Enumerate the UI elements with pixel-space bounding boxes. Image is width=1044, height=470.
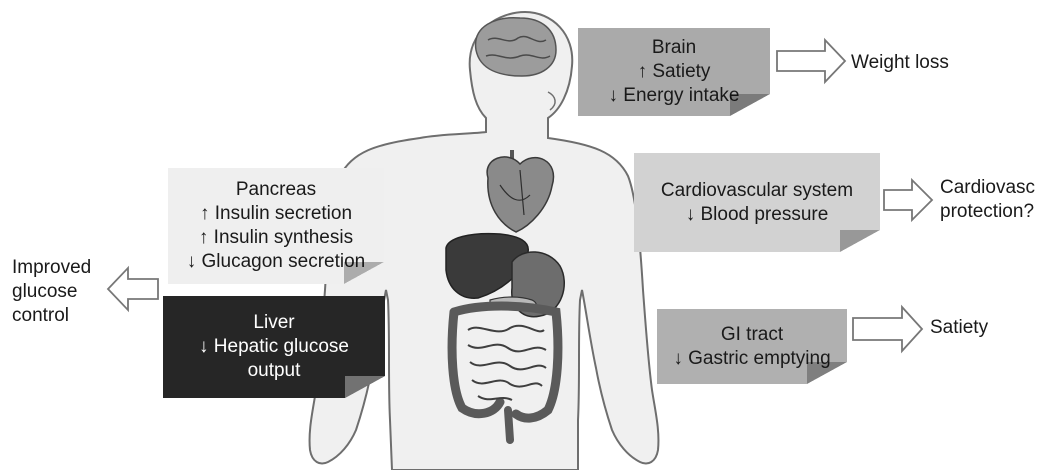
liver-effect-hepatic-glucose: ↓ Hepatic glucose — [199, 335, 349, 359]
pancreas-effect-insulin-secretion: ↑ Insulin secretion — [200, 202, 352, 226]
brain-organ — [476, 18, 556, 76]
outcome-cardio-line-2: protection? — [940, 200, 1035, 224]
liver-title: Liver — [253, 311, 294, 335]
outcome-glucose-control: Improved glucose control — [12, 256, 91, 328]
brain-effects-note: Brain ↑ Satiety ↓ Energy intake — [578, 28, 770, 116]
arrow-gi-to-satiety — [853, 307, 922, 351]
outcome-glucose-line-1: Improved — [12, 256, 91, 280]
outcome-glucose-line-3: control — [12, 304, 91, 328]
brain-title: Brain — [652, 36, 696, 60]
pancreas-effects-note: Pancreas ↑ Insulin secretion ↑ Insulin s… — [168, 168, 384, 284]
gi-title: GI tract — [721, 323, 783, 347]
liver-effect-output: output — [248, 359, 301, 383]
outcome-glucose-line-2: glucose — [12, 280, 91, 304]
arrow-pancreas-to-glucose-control — [108, 268, 158, 310]
outcome-weight-loss: Weight loss — [851, 51, 949, 75]
liver-effects-note: Liver ↓ Hepatic glucose output — [163, 296, 385, 398]
cardio-effect-blood-pressure: ↓ Blood pressure — [686, 203, 829, 227]
cardiovascular-effects-note: Cardiovascular system ↓ Blood pressure — [634, 153, 880, 252]
outcome-cardio-line-1: Cardiovasc — [940, 176, 1035, 200]
brain-effect-energy-intake: ↓ Energy intake — [609, 84, 740, 108]
arrow-cardio-to-protection — [884, 180, 932, 220]
pancreas-effect-insulin-synthesis: ↑ Insulin synthesis — [199, 226, 353, 250]
outcome-satiety: Satiety — [930, 316, 988, 340]
brain-effect-satiety: ↑ Satiety — [638, 60, 711, 84]
arrow-brain-to-weight-loss — [777, 40, 845, 82]
cardio-title: Cardiovascular system — [661, 179, 853, 203]
outcome-cardio-protection: Cardiovasc protection? — [940, 176, 1035, 224]
gi-tract-effects-note: GI tract ↓ Gastric emptying — [657, 309, 847, 384]
pancreas-title: Pancreas — [236, 178, 316, 202]
pancreas-effect-glucagon-secretion: ↓ Glucagon secretion — [187, 250, 366, 274]
